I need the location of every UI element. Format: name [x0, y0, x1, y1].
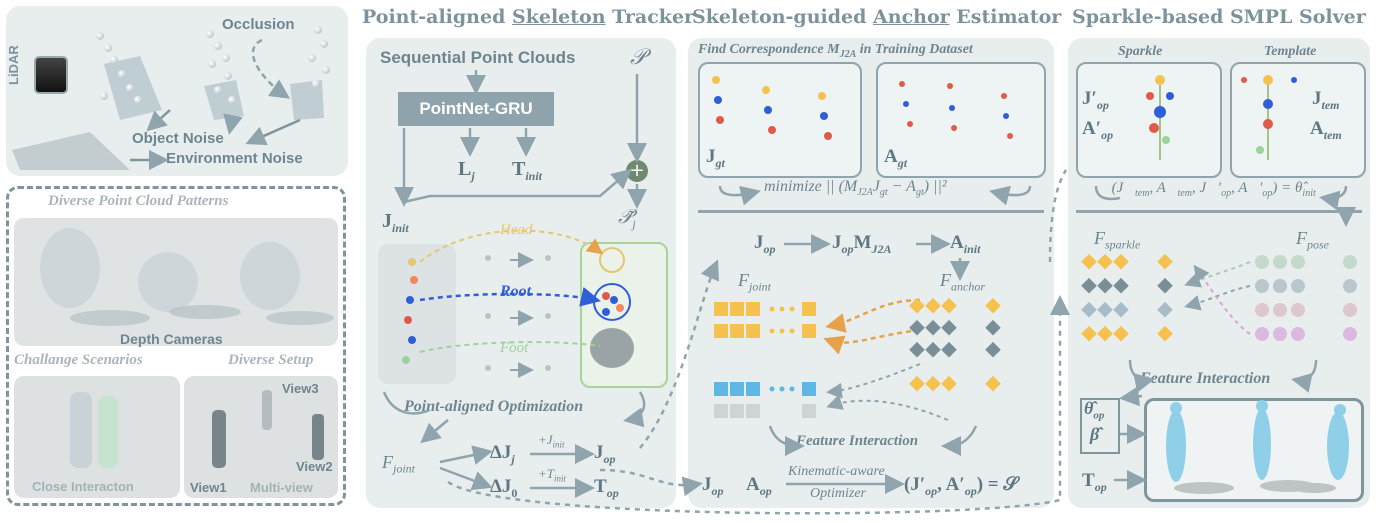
template-skeleton	[1241, 75, 1297, 160]
smpl-divider	[1076, 210, 1362, 213]
jop-m-label: JopMJ2A	[832, 232, 892, 256]
close-interaction-figures	[70, 392, 118, 468]
object-noise-label: Object Noise	[132, 130, 224, 147]
challenge-title: Challange Scenarios	[14, 352, 143, 368]
find-correspondence-label: Find Correspondence MJ2A in Training Dat…	[698, 42, 973, 60]
tinit-label: Tinit	[512, 158, 543, 183]
environment-noise-label: Environment Noise	[166, 150, 303, 167]
multi-view-label: Multi-view	[250, 480, 313, 495]
diverse-patterns-box	[6, 186, 346, 506]
feature-interaction-smpl: Feature Interaction	[1140, 370, 1271, 387]
delta-j0-label: ΔJ0	[490, 476, 518, 500]
skeleton-point-panel	[378, 244, 456, 384]
pa-optimization-label: Point-aligned Optimization	[404, 398, 584, 415]
script-p-label: 𝒫	[630, 44, 646, 69]
template-label: Template	[1264, 44, 1317, 59]
jop-label: Jop	[594, 442, 616, 466]
plus-tinit-label: +Tinit	[538, 466, 567, 484]
anchor-skeletons	[899, 81, 1013, 139]
feature-interaction-anchor: Feature Interaction	[796, 433, 919, 449]
depth-camera-shadows	[70, 305, 334, 326]
view2-label: View2	[296, 459, 333, 474]
f-joint-anchor-label: Fjoint	[738, 270, 772, 294]
depth-camera-points	[40, 228, 300, 312]
bottom-aop-label: Aop	[746, 474, 772, 498]
smpl-shadows	[1174, 480, 1336, 494]
f-pose-label: Fpose	[1296, 228, 1329, 252]
f-anchor-label: Fanchor	[940, 270, 985, 294]
aop-prime-label: A′op	[1082, 118, 1114, 142]
top-label: Top	[594, 476, 619, 500]
tracker-title: Point-aligned Skeleton Tracker	[362, 6, 695, 28]
delta-jj-label: ΔJj	[490, 442, 515, 466]
view3-label: View3	[282, 381, 319, 396]
environment-plane	[12, 132, 130, 170]
pose-circles	[1255, 255, 1357, 341]
atem-label: Atem	[1310, 118, 1342, 142]
jgt-label: Jgt	[706, 146, 725, 170]
jtem-label: Jtem	[1312, 88, 1340, 112]
occlusion-label: Occlusion	[222, 16, 295, 33]
f-joint-cubes	[714, 302, 816, 418]
smpl-title: Sparkle-based SMPL Solver	[1072, 6, 1366, 28]
seq-pc-label: Sequential Point Clouds	[380, 48, 576, 67]
view1-label: View1	[190, 480, 227, 495]
d-formula: 𝒟(J⃗tem, A⃗tem, J⃗′op, A⃗′op) = θ̂init	[1100, 180, 1316, 199]
theta-label: θ̂op	[1084, 398, 1105, 422]
f-sparkle-label: Fsparkle	[1094, 228, 1141, 252]
optimizer-label: Optimizer	[810, 486, 866, 501]
anchor-title: Skeleton-guided Anchor Estimator	[692, 6, 1062, 28]
plus-circle-icon: +	[626, 160, 648, 182]
object-plane-2	[204, 80, 244, 120]
agt-box	[876, 62, 1046, 178]
sparkle-skeleton	[1146, 75, 1174, 160]
lidar-sensor-icon	[34, 56, 68, 94]
result-label: (J′op, A′op) = 𝒮	[904, 474, 1019, 498]
jop-prime-label: J′op	[1082, 88, 1109, 112]
theta-beta-box	[1080, 398, 1120, 454]
p-tilde-label: 𝒫̃j	[618, 206, 636, 231]
kinematic-label: Kinematic-aware	[788, 464, 885, 479]
f-anchor-diamonds	[909, 297, 1001, 392]
root-label: Root	[500, 283, 532, 300]
close-interaction-panel	[14, 376, 180, 498]
jinit-label: Jinit	[382, 210, 409, 235]
close-interaction-label: Close Interacton	[32, 479, 134, 494]
tracker-skeleton-points	[402, 247, 634, 371]
foot-label: Foot	[500, 340, 529, 356]
sparkle-box	[1076, 62, 1222, 178]
patterns-title: Diverse Point Cloud Patterns	[48, 193, 229, 209]
f-joint-label: Fjoint	[382, 452, 416, 476]
bottom-jop-label: Jop	[702, 474, 724, 498]
minimize-formula: minimize || (MJ2AJgt − Agt) ||²	[764, 178, 947, 199]
diverse-setup-title: Diverse Setup	[228, 352, 314, 368]
ainit-label: Ainit	[950, 232, 981, 256]
lj-label: Lj	[458, 158, 475, 183]
depth-cameras-label: Depth Cameras	[120, 331, 223, 347]
sparkle-label: Sparkle	[1118, 44, 1163, 59]
beta-label: β̂	[1090, 424, 1100, 444]
template-box	[1230, 62, 1366, 178]
plus-jinit-label: +Jinit	[538, 432, 565, 450]
pointnet-gru-block: PointNet-GRU	[398, 92, 554, 126]
lidar-points	[96, 26, 330, 104]
jop-anchor-label: Jop	[754, 232, 776, 256]
multi-view-figures	[212, 390, 324, 468]
gt-skeletons	[712, 76, 832, 140]
sparkle-diamonds	[1081, 253, 1173, 342]
top-smpl-label: Top	[1082, 470, 1107, 494]
jgt-box	[698, 62, 862, 178]
anchor-divider	[698, 210, 1044, 213]
agt-label: Agt	[884, 146, 908, 170]
smpl-bodies	[1166, 400, 1349, 482]
occlusion-plane	[290, 80, 324, 120]
